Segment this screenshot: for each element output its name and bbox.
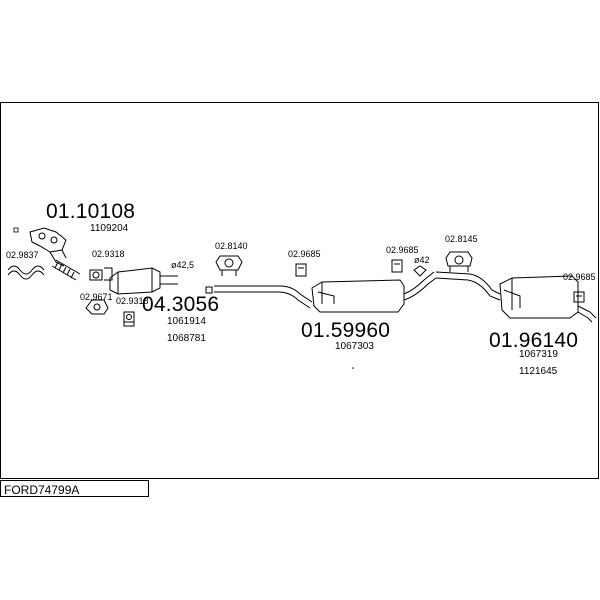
- diagram-code: FORD74799A: [4, 483, 80, 497]
- part-ref-catalyst-2: 1068781: [167, 333, 206, 344]
- clamp-pipe: [413, 265, 427, 277]
- rear-muffler: [499, 275, 597, 323]
- clamp-02-9318-b: [123, 311, 135, 327]
- bracket-small: [104, 267, 113, 281]
- fitting-label-02-9685-a: 02.9685: [288, 249, 321, 259]
- marker-square: [13, 227, 19, 233]
- middle-muffler: [311, 271, 437, 313]
- gasket-02-9671: [85, 299, 109, 315]
- front-pipe: [214, 285, 313, 309]
- fitting-label-02-9685-c: 02.9685: [563, 272, 596, 282]
- fitting-label-02-8140: 02.8140: [215, 241, 248, 251]
- fitting-label-02-8145: 02.8145: [445, 234, 478, 244]
- mount-02-8145: [445, 251, 473, 272]
- hanger-02-9685-c: [573, 291, 585, 303]
- flex-pipe: [51, 259, 81, 281]
- part-number-manifold: 01.10108: [46, 200, 136, 223]
- part-number-rear-muffler: 01.96140: [489, 329, 579, 352]
- part-number-catalyst: 04.3056: [142, 293, 220, 316]
- fitting-label-02-9318-b: 02.9318: [116, 296, 149, 306]
- clamp-02-9318-a: [89, 269, 103, 281]
- rear-pipe: [435, 271, 501, 301]
- manifold-part: [29, 227, 67, 267]
- catalytic-converter: [109, 267, 178, 295]
- diagram-code-box: FORD74799A: [0, 480, 149, 497]
- gasket-02-9837: [7, 265, 45, 280]
- fitting-label-02-9837: 02.9837: [6, 250, 39, 260]
- fitting-label-02-9685-b: 02.9685: [386, 245, 419, 255]
- mount-02-8140: [215, 255, 243, 276]
- pipe-stub: [205, 286, 213, 294]
- dot: [352, 367, 354, 369]
- part-number-middle-muffler: 01.59960: [301, 319, 391, 342]
- part-ref-middle-muffler: 1067303: [335, 341, 374, 352]
- part-ref-manifold: 1109204: [90, 223, 129, 234]
- dimension-label-42: ø42: [414, 255, 430, 265]
- part-ref-rear-muffler-2: 1121645: [519, 366, 558, 377]
- diagram-border: [0, 102, 599, 479]
- dimension-label-42-5: ø42,5: [171, 260, 195, 270]
- fitting-label-02-9318-a: 02.9318: [92, 249, 125, 259]
- fitting-label-02-9671: 02.9671: [80, 292, 113, 302]
- part-ref-catalyst-1: 1061914: [167, 316, 206, 327]
- hanger-02-9685-a: [295, 263, 307, 277]
- part-ref-rear-muffler-1: 1067319: [519, 349, 558, 360]
- hanger-02-9685-b: [391, 259, 403, 273]
